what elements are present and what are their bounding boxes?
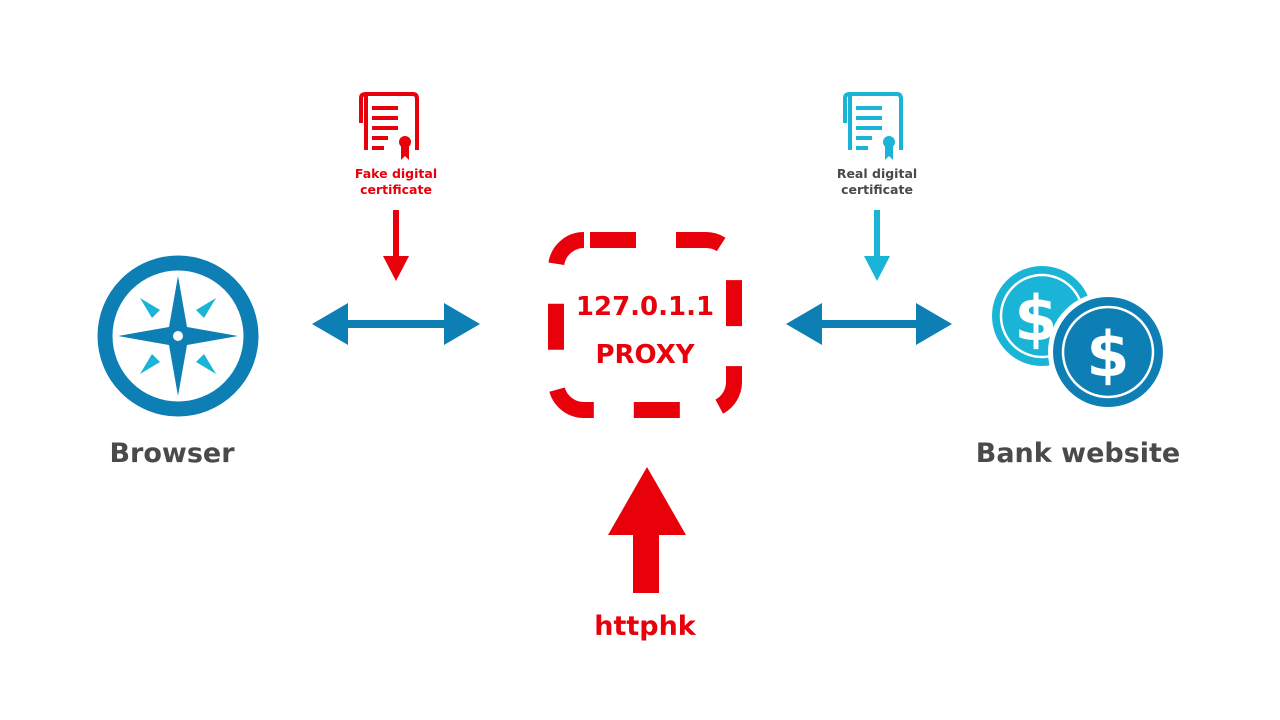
bank-website-label: Bank website bbox=[975, 438, 1181, 469]
svg-text:$: $ bbox=[1086, 318, 1129, 391]
fake-certificate-line1: Fake digital bbox=[354, 166, 438, 181]
double-arrow-icon bbox=[312, 303, 480, 345]
arrow-down-icon bbox=[864, 210, 890, 281]
double-arrow-icon bbox=[786, 303, 952, 345]
arrow-down-icon bbox=[383, 210, 409, 281]
coins-icon: $ $ bbox=[992, 266, 1168, 412]
real-certificate-label: Real digital certificate bbox=[837, 166, 917, 198]
arrow-up-icon bbox=[608, 467, 686, 593]
real-certificate-line2: certificate bbox=[841, 182, 913, 197]
real-certificate-line1: Real digital bbox=[836, 166, 918, 181]
browser-label: Browser bbox=[109, 438, 235, 469]
certificate-icon bbox=[843, 92, 903, 160]
compass-icon bbox=[97, 255, 259, 417]
proxy-box bbox=[548, 232, 742, 418]
certificate-icon bbox=[359, 92, 419, 160]
proxy-address: 127.0.1.1 bbox=[575, 292, 715, 322]
fake-certificate-line2: certificate bbox=[360, 182, 432, 197]
proxy-label: PROXY bbox=[595, 340, 695, 370]
attacker-label: httphk bbox=[594, 611, 696, 642]
fake-certificate-label: Fake digital certificate bbox=[355, 166, 437, 198]
